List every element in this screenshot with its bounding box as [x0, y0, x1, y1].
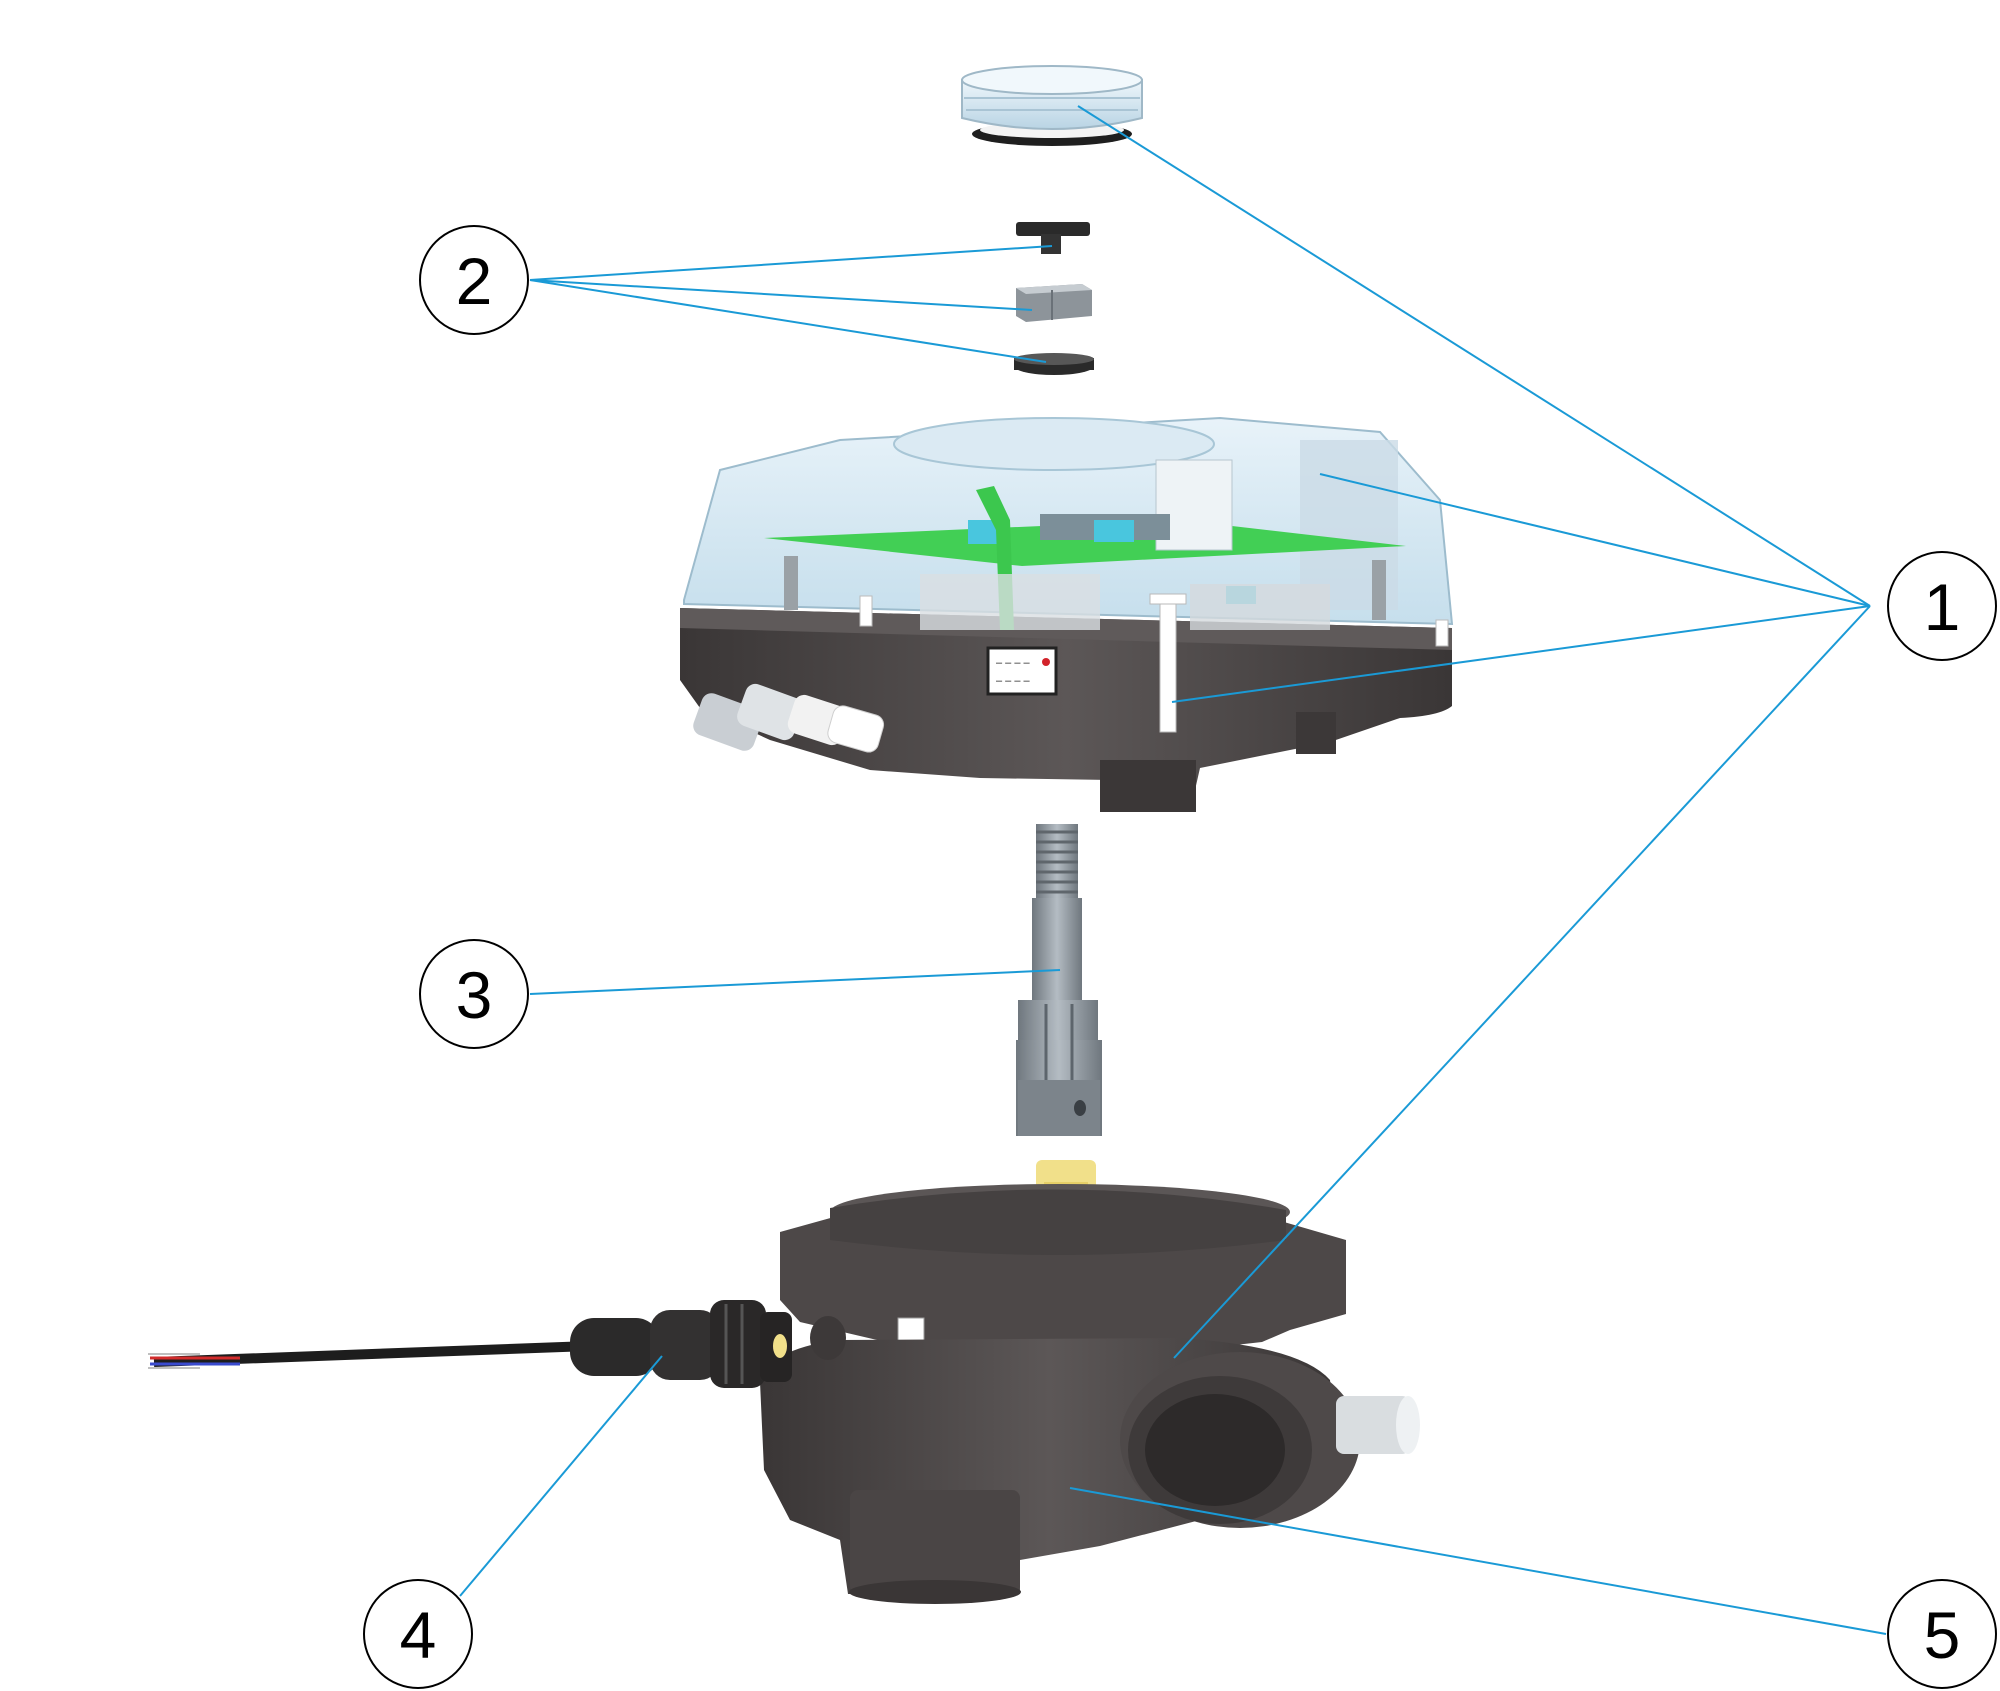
cable-connector: [570, 1300, 792, 1388]
leader-lines: [459, 105, 1887, 1635]
leader-1-cap: [1077, 105, 1871, 607]
drive-shaft: [1016, 824, 1102, 1136]
callout-5-label: 5: [1924, 1598, 1961, 1672]
adjuster-washer: [1014, 353, 1094, 375]
cable-glands: [693, 683, 885, 753]
leader-1-bolt: [1173, 605, 1871, 1359]
leader-1-cover: [1319, 473, 1871, 607]
callout-3-label: 3: [456, 958, 493, 1032]
adjuster-knob: [1016, 222, 1090, 254]
leader-2-knob: [529, 245, 1053, 281]
callout-1-label: 1: [1924, 570, 1961, 644]
callout-2-label: 2: [456, 244, 493, 318]
adjuster-block: [1016, 284, 1092, 322]
callout-4-label: 4: [400, 1598, 437, 1672]
leader-1-pin: [1171, 605, 1871, 703]
callout-4: 4: [363, 1579, 473, 1689]
sensor-cable: [148, 1300, 792, 1388]
right-port: [1120, 1352, 1360, 1528]
callout-1: 1: [1887, 551, 1997, 661]
valve-body: [760, 1160, 1420, 1604]
product-label: – – – – – – – –: [986, 646, 1058, 696]
leader-3-shaft: [529, 969, 1061, 995]
actuator-head: – – – – – – – –: [680, 416, 1454, 812]
leader-2-block: [529, 279, 1033, 311]
leader-5-body: [1069, 1487, 1887, 1635]
callout-5: 5: [1887, 1579, 1997, 1689]
callout-2: 2: [419, 225, 529, 335]
leader-2-washer: [529, 279, 1047, 363]
svg-text:– – – –: – – – –: [996, 675, 1031, 687]
svg-text:– – – –: – – – –: [996, 657, 1031, 669]
leader-4-connector: [459, 1355, 663, 1597]
callout-3: 3: [419, 939, 529, 1049]
top-cap: [961, 65, 1143, 146]
